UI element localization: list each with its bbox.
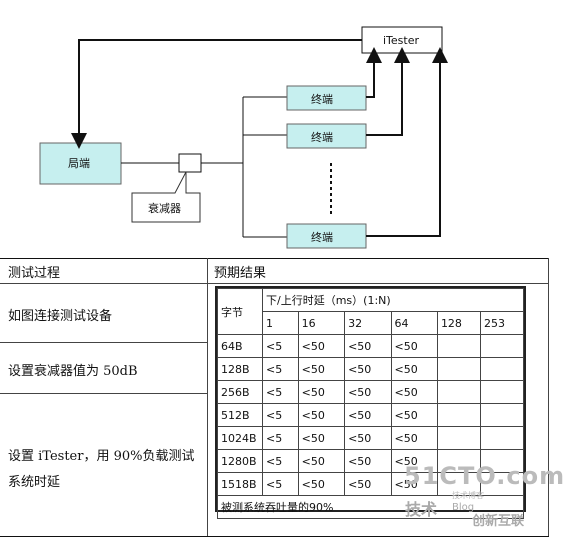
- delay-value-cell: <50: [297, 380, 346, 404]
- table-row: 64B<5<50<50<50: [217, 334, 525, 358]
- delay-value-cell: <50: [344, 403, 392, 427]
- delay-value-cell: <50: [344, 380, 392, 404]
- frame-size-cell: 512B: [217, 403, 263, 427]
- terminal-label-2: 终端: [311, 130, 333, 144]
- delay-value-cell: [479, 449, 525, 473]
- terminal2-arrow: [366, 47, 410, 136]
- delay-value-cell: <50: [390, 449, 438, 473]
- frame-size-cell: 64B: [217, 334, 263, 358]
- delay-value-cell: <50: [297, 472, 346, 496]
- column-header: 64: [390, 311, 438, 335]
- table-row: 1280B<5<50<50<50: [217, 449, 525, 473]
- delay-header: 下/上行时延（ms）(1:N): [262, 288, 524, 312]
- delay-value-cell: <50: [344, 334, 392, 358]
- watermark-tech: 技术: [405, 500, 438, 519]
- column-header: 128: [436, 311, 481, 335]
- frame-size-cell: 1518B: [217, 472, 263, 496]
- delay-value-cell: <5: [262, 472, 299, 496]
- column-header: 32: [344, 311, 392, 335]
- watermark-brand: 创新互联: [472, 514, 525, 529]
- column-header: 16: [297, 311, 346, 335]
- terminal3-arrow: [366, 47, 448, 237]
- delay-value-cell: <50: [344, 449, 392, 473]
- delay-value-cell: [436, 403, 481, 427]
- terminal-label-3: 终端: [311, 230, 333, 244]
- delay-value-cell: <5: [262, 426, 299, 450]
- watermark-51cto: 51CTO.com: [404, 462, 565, 490]
- local-end-box: [39, 142, 122, 185]
- local-end-label: 局端: [68, 157, 90, 170]
- table-footer: 被测系统吞吐量的90%: [217, 495, 524, 519]
- delay-value-cell: [436, 357, 481, 381]
- delay-value-cell: <5: [262, 403, 299, 427]
- column-header: 1: [262, 311, 299, 335]
- step-1: 如图连接测试设备: [8, 309, 113, 324]
- itester-label: iTester: [383, 34, 419, 47]
- delay-value-cell: <50: [344, 472, 392, 496]
- table-row: 128B<5<50<50<50: [217, 357, 525, 381]
- delay-value-cell: <50: [390, 357, 438, 381]
- delay-value-cell: <50: [297, 403, 346, 427]
- delay-value-cell: <5: [262, 380, 299, 404]
- watermark-blog: Blog: [452, 502, 475, 513]
- delay-value-cell: [479, 334, 525, 358]
- itester-to-local-line: [71, 39, 362, 149]
- frame-size-cell: 1024B: [217, 426, 263, 450]
- step-2: 设置衰减器值为 50dB: [8, 364, 138, 379]
- delay-value-cell: <50: [390, 426, 438, 450]
- delay-value-cell: <50: [297, 334, 346, 358]
- watermark-subtitle: 技术博客: [452, 491, 484, 500]
- delay-value-cell: <5: [262, 357, 299, 381]
- table-row: 512B<5<50<50<50: [217, 403, 525, 427]
- delay-value-cell: <50: [390, 472, 438, 496]
- attenuator-callout: [131, 171, 201, 223]
- delay-value-cell: <50: [297, 426, 346, 450]
- delay-value-cell: <50: [390, 380, 438, 404]
- terminal1-arrow: [366, 47, 382, 98]
- table-row: 256B<5<50<50<50: [217, 380, 525, 404]
- header-test-procedure: 测试过程: [8, 266, 61, 281]
- delay-value-cell: [479, 380, 525, 404]
- table-row: 1024B<5<50<50<50: [217, 426, 525, 450]
- attenuator-label: 衰减器: [148, 201, 181, 215]
- network-diagram: iTester 局端 衰减器 终端 终端 终端: [39, 26, 448, 249]
- terminal-label-1: 终端: [311, 92, 333, 106]
- frame-size-cell: 128B: [217, 357, 263, 381]
- terminal-box-2: [286, 123, 367, 149]
- delay-value-cell: [436, 334, 481, 358]
- delay-value-cell: [436, 426, 481, 450]
- delay-value-cell: [479, 403, 525, 427]
- delay-value-cell: [479, 426, 525, 450]
- column-header: 253: [479, 311, 525, 335]
- delay-value-cell: <50: [297, 357, 346, 381]
- delay-value-cell: <50: [344, 426, 392, 450]
- header-expected-result: 预期结果: [214, 266, 267, 281]
- delay-value-cell: [479, 472, 525, 496]
- delay-value-cell: <5: [262, 449, 299, 473]
- delay-value-cell: <50: [390, 334, 438, 358]
- delay-value-cell: <50: [390, 403, 438, 427]
- delay-value-cell: [479, 357, 525, 381]
- delay-value-cell: <50: [344, 357, 392, 381]
- frame-size-cell: 256B: [217, 380, 263, 404]
- delay-value-cell: <50: [297, 449, 346, 473]
- delay-value-cell: [436, 380, 481, 404]
- frame-size-header: 字节: [217, 288, 263, 335]
- table-row: 1518B<5<50<50<50: [217, 472, 525, 496]
- attenuator-box: [178, 153, 202, 173]
- delay-value-cell: <5: [262, 334, 299, 358]
- step-3: 设置 iTester，用 90%负载测试系统时延: [8, 449, 195, 490]
- frame-size-cell: 1280B: [217, 449, 263, 473]
